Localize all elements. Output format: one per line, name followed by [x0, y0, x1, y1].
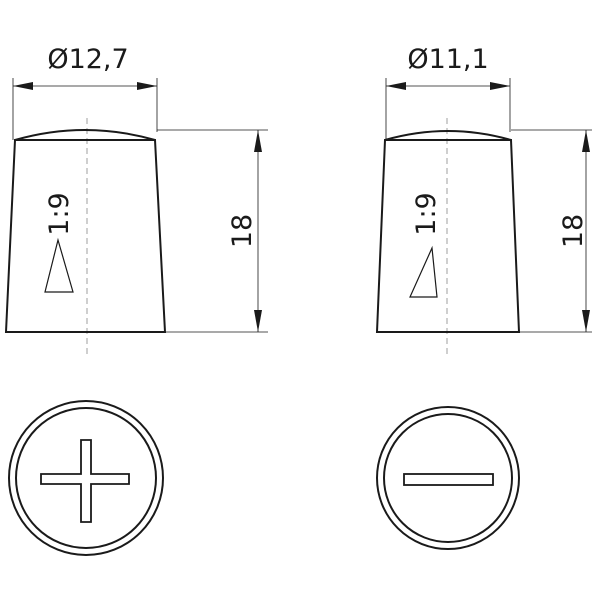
- positive-height-label: 18: [227, 214, 258, 248]
- positive-top-view-inner: [15, 407, 157, 549]
- positive-terminal: Ø12,7 1:9 18: [4, 44, 268, 556]
- negative-terminal-body: [375, 139, 521, 333]
- positive-terminal-top: [14, 129, 156, 141]
- negative-taper-triangle: [409, 245, 438, 298]
- negative-diameter-label: Ø11,1: [407, 44, 488, 75]
- positive-top-view-outer: [8, 400, 164, 556]
- positive-taper-label: 1:9: [44, 192, 75, 235]
- negative-terminal: Ø11,1 1:9 18: [375, 44, 592, 550]
- plus-icon: [40, 439, 130, 523]
- positive-terminal-body: [4, 139, 167, 333]
- negative-top-view-outer: [376, 406, 520, 550]
- negative-height-arrow-top: [582, 130, 590, 152]
- positive-diameter-arrow-right: [137, 82, 157, 90]
- negative-taper-label: 1:9: [411, 192, 442, 235]
- negative-diameter-arrow-right: [490, 82, 510, 90]
- positive-height-arrow-top: [254, 130, 262, 152]
- negative-height-label: 18: [558, 214, 589, 248]
- positive-diameter-label: Ø12,7: [47, 44, 128, 75]
- negative-top-view-inner: [383, 413, 513, 543]
- positive-diameter-arrow-left: [13, 82, 33, 90]
- positive-taper-triangle: [44, 237, 74, 293]
- positive-height-arrow-bottom: [254, 310, 262, 332]
- negative-diameter-arrow-left: [386, 82, 406, 90]
- negative-height-arrow-bottom: [582, 310, 590, 332]
- minus-icon: [403, 473, 494, 486]
- negative-terminal-top: [384, 130, 512, 141]
